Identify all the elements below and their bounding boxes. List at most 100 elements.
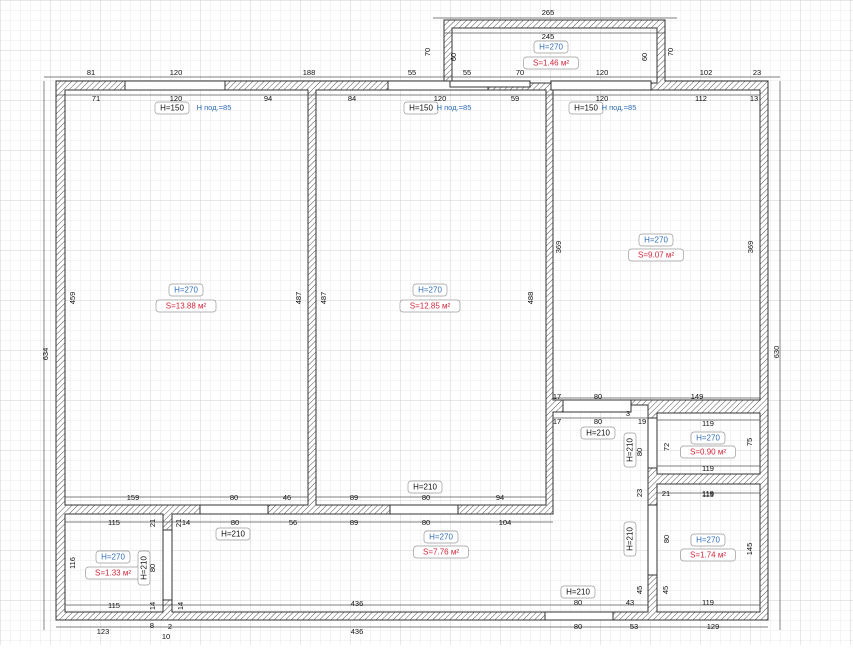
dimension-label: 436 (351, 599, 364, 608)
window-room3[interactable] (550, 80, 652, 91)
dimension-label: 70 (666, 48, 675, 56)
dimension-label: 80 (148, 564, 157, 572)
room-height-bath_top[interactable]: H=270 (690, 431, 726, 445)
dimension-label: 634 (41, 348, 50, 361)
opening-label[interactable]: H=150 (568, 101, 604, 115)
opening-label-box (407, 480, 443, 494)
opening-label[interactable]: H=210 (623, 521, 637, 557)
dimension-label: 80 (594, 392, 602, 401)
dimension-label: 265 (542, 8, 555, 17)
opening-label-box (403, 101, 439, 115)
room-area-room1-box (155, 299, 217, 313)
dimension-label: 21 (148, 519, 157, 527)
room-area-room3-box (628, 248, 684, 262)
opening-label-box (568, 101, 604, 115)
room-height-small_left-text: H=270 (101, 553, 125, 562)
door-room1[interactable] (199, 504, 269, 515)
dimension-label: 45 (635, 586, 644, 594)
door-small-left[interactable] (162, 529, 173, 601)
room-area-room1[interactable]: S=13.88 м² (155, 299, 217, 313)
dimension-label: 55 (408, 68, 416, 77)
dimension-label: 84 (348, 94, 356, 103)
room-area-bath_bottom[interactable]: S=1.74 м² (680, 548, 736, 562)
room-height-room3[interactable]: H=270 (638, 233, 674, 247)
dimension-label: 115 (108, 601, 120, 610)
room-height-room1[interactable]: H=270 (168, 283, 204, 297)
opening-label-text: H=210 (626, 438, 635, 462)
dimension-label: 21 (174, 519, 183, 527)
dimension-label: 89 (350, 518, 358, 527)
dimension-label: 60 (449, 53, 458, 61)
room-height-bath_bottom[interactable]: H=270 (690, 533, 726, 547)
dimension-label: 53 (630, 622, 638, 631)
sill-height-label: H под.=85 (602, 103, 637, 112)
room-area-room3[interactable]: S=9.07 м² (628, 248, 684, 262)
dimension-label: 120 (596, 68, 609, 77)
door-bath-bottom[interactable] (647, 504, 658, 576)
dimension-label: 45 (661, 586, 670, 594)
opening-label-text: H=210 (626, 527, 635, 551)
room-area-balcony[interactable]: S=1.46 м² (523, 56, 579, 70)
dimension-label: 369 (746, 241, 755, 254)
dimension-label: 129 (707, 622, 720, 631)
room-area-room2[interactable]: S=12.85 м² (399, 299, 461, 313)
dimension-label: 120 (596, 94, 609, 103)
balcony-door[interactable] (449, 80, 531, 88)
room-height-bath_top-box (690, 431, 726, 445)
dimension-label: 80 (594, 417, 602, 426)
dimension-label: 369 (554, 241, 563, 254)
room-area-bath_top[interactable]: S=0.90 м² (680, 445, 736, 459)
dimension-label: 43 (626, 598, 634, 607)
window-openings[interactable] (124, 80, 658, 621)
dimension-label: 630 (772, 346, 781, 359)
dimension-label: 72 (662, 443, 671, 451)
dimension-label: 46 (283, 493, 291, 502)
opening-label[interactable]: H=210 (407, 480, 443, 494)
dimension-lines (43, 17, 781, 630)
dimension-label: 123 (97, 627, 110, 636)
window-room1[interactable] (124, 80, 226, 91)
dimension-label: 94 (264, 94, 272, 103)
room-height-hall[interactable]: H=270 (423, 530, 459, 544)
opening-label-box (560, 585, 596, 599)
room-area-room2-text: S=12.85 м² (410, 302, 451, 311)
opening-label[interactable]: H=150 (403, 101, 439, 115)
room-height-balcony[interactable]: H=270 (533, 40, 569, 54)
room-height-small_left[interactable]: H=270 (95, 550, 131, 564)
room-height-room2-box (412, 283, 448, 297)
room-height-room3-box (638, 233, 674, 247)
dimension-label: 70 (516, 68, 524, 77)
entrance-door[interactable] (544, 611, 614, 621)
opening-label-text: H=210 (413, 483, 437, 492)
room-area-hall[interactable]: S=7.76 м² (413, 545, 469, 559)
opening-label[interactable]: H=210 (137, 550, 151, 586)
door-room2[interactable] (389, 504, 459, 515)
opening-label[interactable]: H=150 (154, 101, 190, 115)
room-height-hall-box (423, 530, 459, 544)
dimension-label: 116 (68, 557, 77, 569)
room-height-room2[interactable]: H=270 (412, 283, 448, 297)
dimension-label: 56 (289, 518, 297, 527)
dimension-label: 17 (553, 417, 561, 426)
opening-label-text: H=150 (409, 104, 433, 113)
dimension-label: 21 (662, 489, 670, 498)
room-area-small_left[interactable]: S=1.33 м² (85, 566, 141, 580)
opening-label[interactable]: H=210 (215, 527, 251, 541)
door-room3[interactable] (562, 399, 632, 413)
opening-label[interactable]: H=210 (560, 585, 596, 599)
room-area-room1-text: S=13.88 м² (166, 302, 207, 311)
dimension-label: 487 (319, 292, 328, 305)
opening-label-box (623, 432, 637, 468)
door-bath-top[interactable] (647, 417, 658, 469)
opening-label[interactable]: H=210 (623, 432, 637, 468)
room-area-balcony-box (523, 56, 579, 70)
opening-label[interactable]: H=210 (580, 426, 616, 440)
dimension-label: 119 (702, 464, 714, 473)
room-area-bath_top-box (680, 445, 736, 459)
opening-label-box (137, 550, 151, 586)
opening-label-text: H=150 (574, 104, 598, 113)
room-area-balcony-text: S=1.46 м² (533, 59, 569, 68)
dimension-label: 60 (640, 53, 649, 61)
opening-label-box (580, 426, 616, 440)
